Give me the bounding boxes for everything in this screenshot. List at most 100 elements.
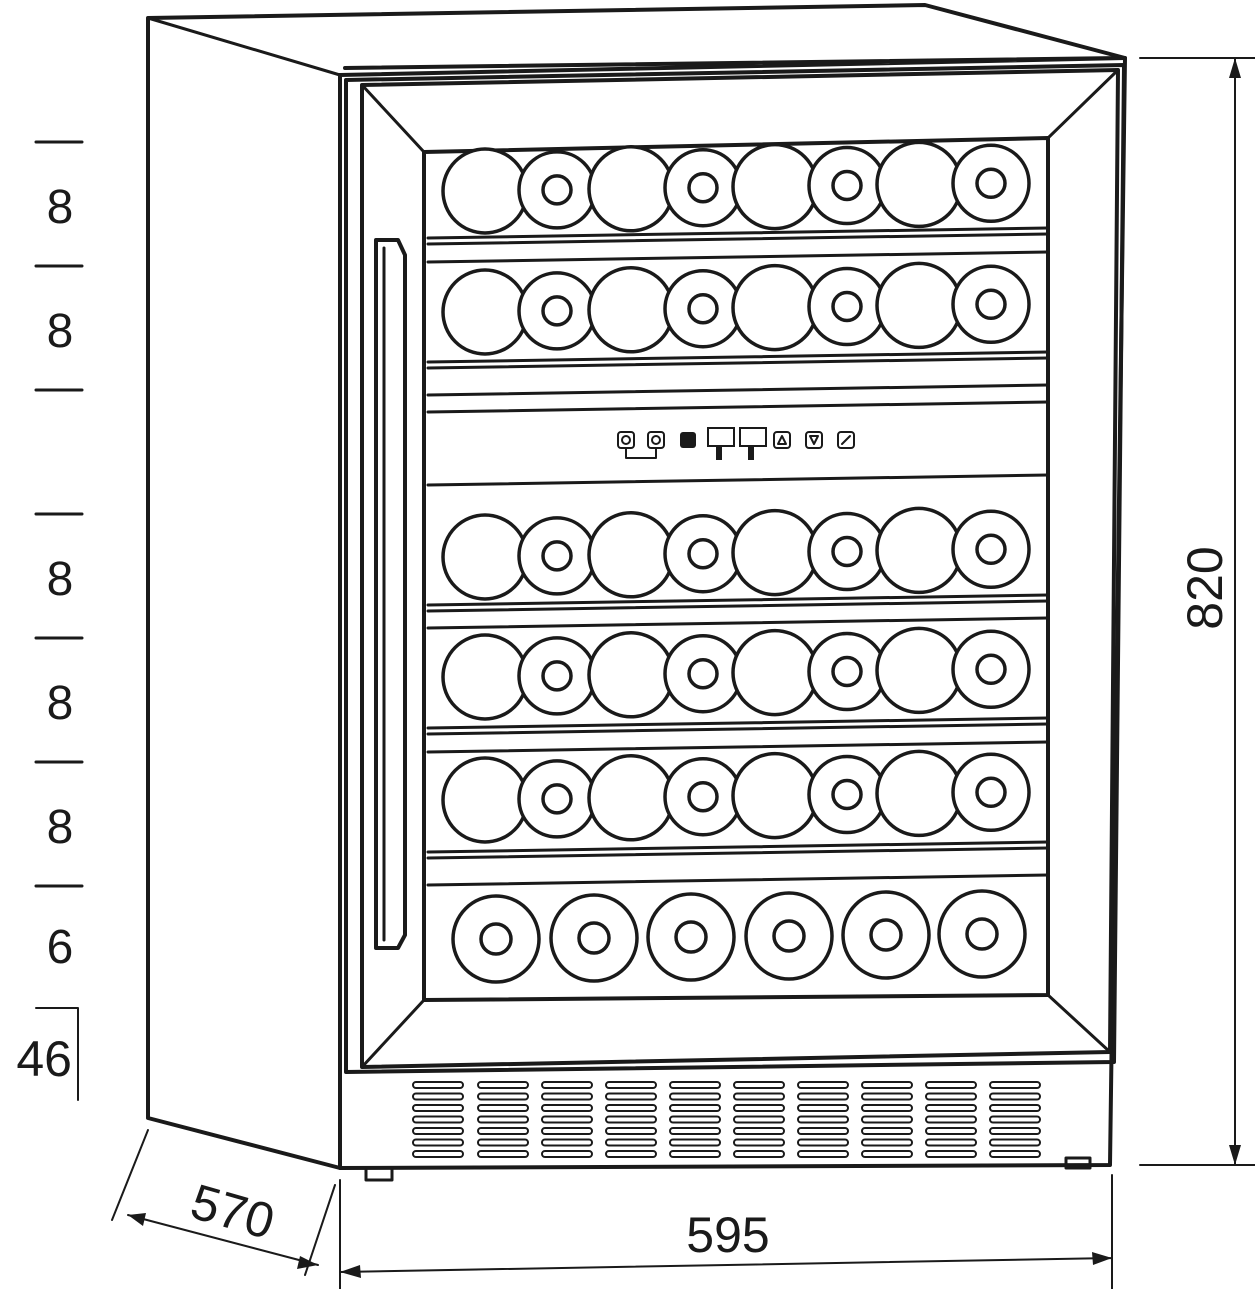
vent-slat <box>925 1138 977 1147</box>
shelf-capacity-label: 8 <box>47 677 74 730</box>
light-button[interactable] <box>680 432 696 448</box>
vent-slat <box>541 1104 593 1112</box>
bottle-neck-opening <box>831 169 863 202</box>
vent-slat <box>797 1138 849 1147</box>
bottle-row <box>441 140 1031 235</box>
bottle-base <box>875 749 963 838</box>
vent-slat <box>605 1081 657 1089</box>
vent-slat <box>412 1081 464 1089</box>
bottle-neck-opening <box>831 778 863 811</box>
door-bevel-lines <box>360 68 1120 1069</box>
vent-slat <box>477 1115 529 1124</box>
bottle-neck-opening <box>541 660 573 692</box>
temperature-display-zone-1 <box>707 427 735 447</box>
bottle-base <box>587 631 675 719</box>
shelf-capacity-label: 8 <box>47 553 74 606</box>
bottle-neck-opening <box>831 290 863 323</box>
vent-slat <box>669 1092 721 1101</box>
width-dimension-label: 595 <box>686 1207 769 1263</box>
vent-slat <box>797 1150 849 1158</box>
control-panel <box>617 427 855 460</box>
vent-slat <box>412 1138 464 1147</box>
down-button[interactable] <box>805 431 823 449</box>
vent-slat <box>861 1092 913 1101</box>
shelf-capacity-ticks <box>34 140 84 888</box>
vent-slat <box>477 1104 529 1112</box>
bottle-base <box>875 261 963 350</box>
vent-slat <box>925 1150 977 1158</box>
bottle-neck-opening <box>975 288 1007 321</box>
power-button-zone-2[interactable] <box>647 431 665 449</box>
width-dimension <box>339 1174 1113 1289</box>
vent-column <box>541 1081 593 1158</box>
shelf-capacity-label: 8 <box>47 305 74 358</box>
vent-slat <box>797 1081 849 1089</box>
vent-slat <box>861 1104 913 1112</box>
plinth-dimension <box>35 1007 79 1101</box>
bottle-neck-opening <box>975 533 1007 566</box>
arrow-up-icon <box>777 435 787 445</box>
feet <box>364 1156 1092 1182</box>
bottle-base <box>875 506 963 595</box>
bottle-base <box>875 626 963 715</box>
bottle-rows <box>441 140 1031 984</box>
bottle-row <box>441 749 1031 844</box>
vent-column <box>925 1081 977 1158</box>
vent-slat <box>477 1138 529 1147</box>
bottle-base <box>587 754 675 842</box>
bottle-base <box>587 511 675 599</box>
shelf-rail <box>426 250 1050 264</box>
shelf-rail <box>426 473 1050 487</box>
bottle-row <box>441 261 1031 356</box>
vent-column <box>989 1081 1041 1158</box>
shelf-rails <box>426 226 1050 887</box>
vent-slat <box>925 1092 977 1101</box>
vent-column <box>605 1081 657 1158</box>
bottle-neck-opening <box>687 657 719 690</box>
bottle-cap <box>674 920 708 954</box>
vent-slat <box>541 1150 593 1158</box>
vent-slat <box>989 1150 1041 1158</box>
bottle-base <box>731 628 819 717</box>
shelf-rail <box>426 840 1050 860</box>
glass-door <box>344 63 1126 1074</box>
shelf-rail <box>426 383 1050 397</box>
bottle-base <box>441 513 529 601</box>
vent-slat <box>541 1115 593 1124</box>
door-handle[interactable] <box>374 238 407 950</box>
handle-bar[interactable] <box>374 238 407 950</box>
vent-slat <box>541 1092 593 1101</box>
shelf-rail <box>426 873 1050 887</box>
vent-slat <box>669 1115 721 1124</box>
up-button[interactable] <box>773 431 791 449</box>
depth-dimension <box>111 1129 336 1276</box>
shelf-rail <box>426 350 1050 370</box>
shelf-capacity-label: 6 <box>47 921 74 974</box>
bottle-base <box>587 145 675 233</box>
display-stand <box>716 446 722 460</box>
vent-slat <box>925 1081 977 1089</box>
shelf-capacity-label: 8 <box>47 801 74 854</box>
vent-column <box>669 1081 721 1158</box>
bottle-base <box>731 508 819 597</box>
vent-slat <box>733 1115 785 1124</box>
vent-slat <box>861 1127 913 1135</box>
vent-slat <box>733 1127 785 1135</box>
power-button-zone-1[interactable] <box>617 431 635 449</box>
vent-grille <box>412 1081 1041 1158</box>
vent-slat <box>412 1150 464 1158</box>
arrow-down-icon <box>809 435 819 445</box>
vent-column <box>733 1081 785 1158</box>
power-icon <box>621 435 631 445</box>
bottle-base <box>731 142 819 231</box>
shelf-rail <box>426 226 1050 246</box>
display-stand <box>748 446 754 460</box>
vent-slat <box>669 1127 721 1135</box>
vent-slat <box>733 1138 785 1147</box>
vent-slat <box>412 1104 464 1112</box>
vent-slat <box>412 1115 464 1124</box>
vent-slat <box>861 1138 913 1147</box>
vent-slat <box>541 1127 593 1135</box>
vent-slat <box>412 1092 464 1101</box>
vent-slat <box>669 1150 721 1158</box>
